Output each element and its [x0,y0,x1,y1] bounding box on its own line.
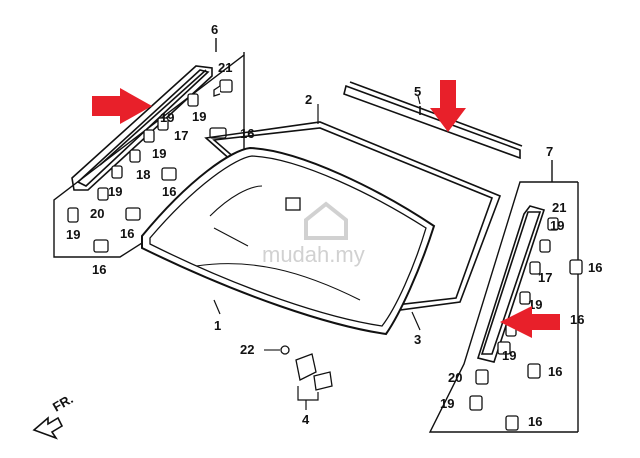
right-part-19d: 19 [440,396,454,411]
front-direction-arrow-icon: FR. [32,391,76,440]
right-part-16d: 16 [528,414,542,429]
left-clips [67,79,233,253]
callout-6: 6 [211,22,218,37]
left-part-19b: 19 [160,110,174,125]
left-part-17: 17 [174,128,188,143]
left-pillar-molding [71,65,213,191]
red-arrow-top-icon [430,80,466,132]
left-part-19d: 19 [108,184,122,199]
left-part-16b: 16 [162,184,176,199]
right-part-16c: 16 [548,364,562,379]
right-part-16b: 16 [570,312,584,327]
right-group-bracket [428,160,579,433]
left-part-numbers: 21 19 19 17 16 19 18 16 19 20 19 16 16 [66,60,254,277]
right-part-19a: 19 [550,218,564,233]
right-part-20: 20 [448,370,462,385]
left-part-18: 18 [136,167,150,182]
center-fasteners [280,345,333,391]
direction-label: FR. [50,391,76,414]
left-part-16d: 16 [92,262,106,277]
callout-3: 3 [414,332,421,347]
center-part-22: 22 [240,342,254,357]
right-part-numbers: 21 19 17 16 19 16 19 16 20 19 16 [440,200,602,429]
house-logo-icon [304,201,348,240]
right-part-21: 21 [552,200,566,215]
right-part-16a: 16 [588,260,602,275]
watermark: mudah.my [262,201,365,267]
windshield-glass [141,146,436,336]
red-arrow-right-icon [500,306,560,338]
red-arrow-left-icon [92,88,152,124]
top-molding [343,81,523,160]
callout-4-bracket [297,386,319,410]
left-part-20: 20 [90,206,104,221]
right-part-19c: 19 [502,348,516,363]
red-arrows [92,80,560,338]
callout-7: 7 [546,144,553,159]
right-clips [469,217,583,431]
left-part-19a: 19 [192,109,206,124]
right-part-17: 17 [538,270,552,285]
right-pillar-molding [476,205,546,363]
callout-1: 1 [214,318,221,333]
left-part-21: 21 [218,60,232,75]
callout-4: 4 [302,412,310,427]
left-part-16c: 16 [120,226,134,241]
callout-5: 5 [414,84,421,99]
left-part-19c: 19 [152,146,166,161]
left-part-19e: 19 [66,227,80,242]
watermark-text: mudah.my [262,242,365,267]
callout-2: 2 [305,92,312,107]
